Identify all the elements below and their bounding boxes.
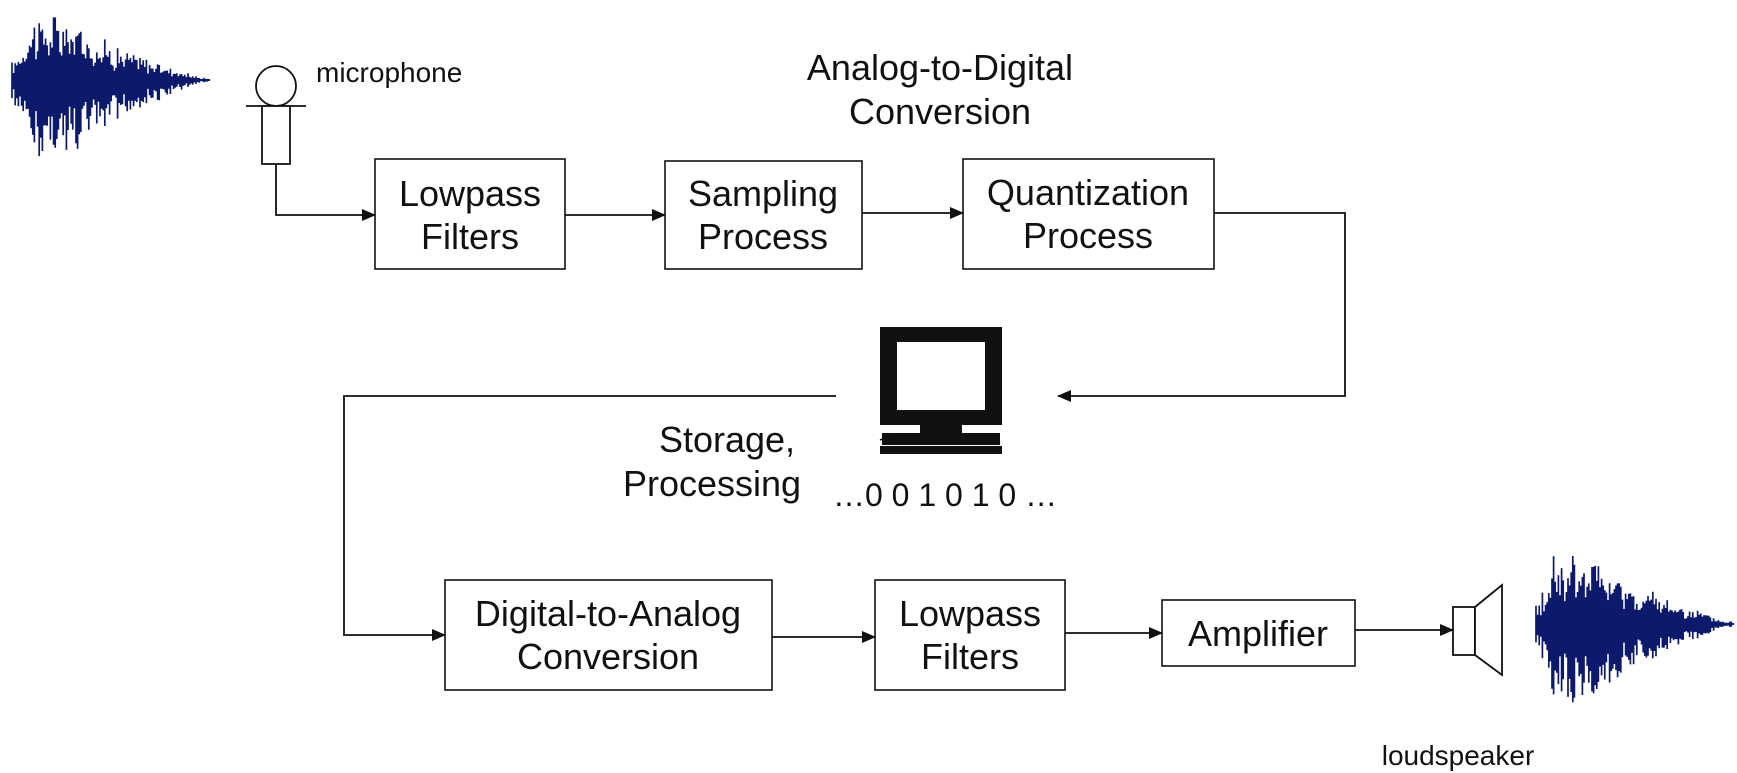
amplifier-label: Amplifier bbox=[1188, 613, 1328, 654]
amplifier-block: Amplifier bbox=[1161, 599, 1356, 667]
computer-monitor-icon bbox=[879, 327, 1002, 454]
quantization-process-block: Quantization Process bbox=[962, 158, 1215, 270]
microphone-label: microphone bbox=[316, 57, 462, 88]
lowpass-in-line2: Filters bbox=[421, 216, 519, 257]
waveform-trace bbox=[11, 17, 209, 157]
sampling-process-block: Sampling Process bbox=[664, 160, 863, 270]
lowpass-filters-input-block: Lowpass Filters bbox=[374, 158, 566, 270]
loudspeaker-label: loudspeaker bbox=[1382, 740, 1535, 771]
mic-to-lowpass-arrow bbox=[275, 164, 376, 221]
dac-line1: Digital-to-Analog bbox=[475, 593, 741, 634]
quantization-line1: Quantization bbox=[987, 172, 1189, 213]
digital-to-analog-conversion-block: Digital-to-Analog Conversion bbox=[444, 579, 773, 691]
quantization-to-computer-arrow bbox=[1057, 212, 1346, 402]
binary-digits-label: …0 0 1 0 1 0 … bbox=[833, 477, 1057, 513]
lowpass-in-line1: Lowpass bbox=[399, 173, 541, 214]
storage-label-line1: Storage, bbox=[659, 419, 795, 460]
waveform-trace bbox=[1535, 556, 1733, 703]
sampling-line1: Sampling bbox=[688, 173, 838, 214]
adc-title-line2: Conversion bbox=[849, 91, 1031, 132]
dac-line2: Conversion bbox=[517, 636, 699, 677]
lowpass-filters-output-block: Lowpass Filters bbox=[874, 579, 1066, 691]
computer-to-dac-arrow bbox=[343, 395, 836, 641]
microphone-icon bbox=[246, 65, 306, 165]
lowpass-out-line1: Lowpass bbox=[899, 593, 1041, 634]
quantization-line2: Process bbox=[1023, 215, 1153, 256]
output-waveform-icon bbox=[1535, 556, 1734, 703]
adc-title-line1: Analog-to-Digital bbox=[807, 47, 1073, 88]
storage-label-line2: Processing bbox=[623, 463, 801, 504]
loudspeaker-icon bbox=[1452, 583, 1503, 677]
lowpass-out-line2: Filters bbox=[921, 636, 1019, 677]
input-waveform-icon bbox=[11, 17, 210, 157]
sampling-line2: Process bbox=[698, 216, 828, 257]
